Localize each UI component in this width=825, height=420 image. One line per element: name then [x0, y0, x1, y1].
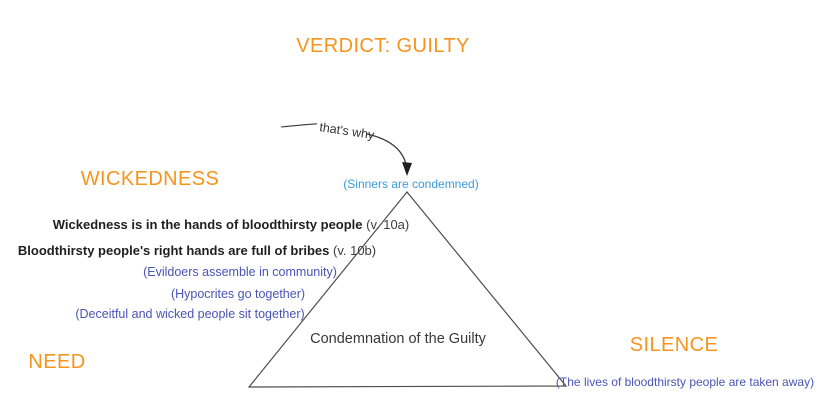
verse-line-10a-text: Wickedness is in the hands of bloodthirs…: [52, 217, 363, 232]
verse-line-10b-text: Bloodthirsty people's right hands are fu…: [17, 243, 330, 258]
verse-line-10a-ref: (v. 10a): [362, 217, 410, 232]
note-evildoers: (Evildoers assemble in community): [143, 265, 337, 279]
silence-heading: SILENCE: [629, 334, 719, 356]
connector-label: that's why: [319, 120, 376, 142]
need-heading: NEED: [28, 351, 86, 373]
wickedness-heading: WICKEDNESS: [80, 168, 220, 190]
verse-line-10a: Wickedness is in the hands of bloodthirs…: [53, 217, 409, 232]
verdict-title: VERDICT: GUILTY: [296, 35, 470, 57]
verse-line-10b: Bloodthirsty people's right hands are fu…: [18, 243, 376, 258]
triangle-shape: [247, 191, 568, 388]
note-deceitful: (Deceitful and wicked people sit togethe…: [75, 307, 305, 321]
arrowhead-down-icon: [402, 162, 412, 176]
triangle-center-label: Condemnation of the Guilty: [310, 331, 486, 347]
silence-note: (The lives of bloodthirsty people are ta…: [555, 375, 815, 389]
connector-leader-line: [280, 123, 318, 128]
verse-line-10b-ref: (v. 10b): [329, 243, 377, 258]
apex-note: (Sinners are condemned): [343, 177, 479, 191]
curved-arrow-icon: [366, 133, 407, 165]
note-hypocrites: (Hypocrites go together): [170, 287, 306, 301]
